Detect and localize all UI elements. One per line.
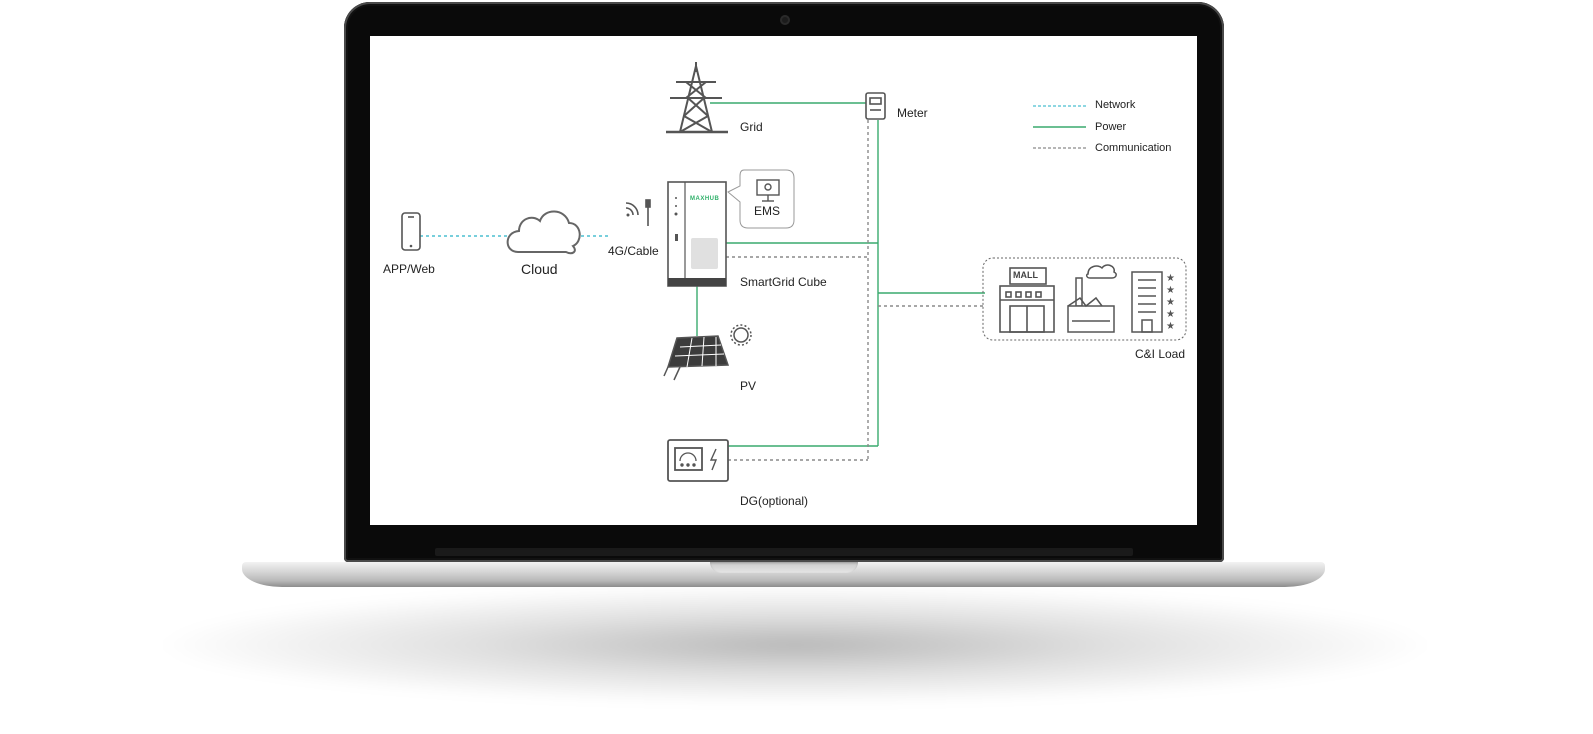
laptop-screen: ★ ★ ★ ★ ★ Grid Meter APP/Web Cloud 4G/Ca… — [370, 36, 1197, 525]
diesel-generator-icon — [667, 439, 729, 482]
mall-building-icon — [999, 267, 1055, 333]
dg-label: DG(optional) — [740, 494, 809, 508]
smartphone-icon — [401, 212, 421, 251]
ems-label: EMS — [754, 204, 781, 218]
cloud-icon — [506, 210, 581, 255]
mall-sign: MALL — [1013, 270, 1038, 280]
sun-icon — [730, 324, 752, 346]
app-web-label: APP/Web — [383, 262, 435, 276]
hotel-building-icon: ★ ★ ★ ★ ★ — [1131, 271, 1175, 333]
svg-text:★: ★ — [1166, 285, 1175, 296]
meter-icon — [865, 92, 886, 120]
smartgrid-cube-label: SmartGrid Cube — [740, 275, 827, 289]
legend-communication-label: Communication — [1095, 142, 1172, 154]
ems-bubble — [727, 169, 795, 229]
grid-label: Grid — [740, 120, 763, 134]
ems-monitor-icon — [756, 179, 780, 202]
brand-logo: MAXHUB — [690, 196, 720, 202]
ci-load-label: C&I Load — [1135, 347, 1186, 361]
pv-label: PV — [740, 379, 757, 393]
smartgrid-cube-icon — [667, 181, 727, 287]
solar-panel-icon — [663, 335, 730, 381]
factory-icon — [1067, 264, 1117, 333]
link-label: 4G/Cable — [608, 244, 659, 258]
grid-tower-icon — [666, 62, 728, 134]
cloud-label: Cloud — [521, 261, 558, 277]
webcam — [780, 15, 790, 25]
svg-text:★: ★ — [1166, 309, 1175, 320]
laptop-shadow — [150, 585, 1440, 705]
antenna-icon — [625, 199, 651, 226]
legend-power-label: Power — [1095, 121, 1127, 133]
meter-label: Meter — [897, 106, 928, 120]
ci-load-group-box — [982, 257, 1187, 341]
legend-network-label: Network — [1095, 99, 1136, 111]
svg-text:★: ★ — [1166, 321, 1175, 332]
svg-text:★: ★ — [1166, 273, 1175, 284]
laptop-notch — [710, 562, 858, 573]
screen-bezel-bottom — [435, 548, 1133, 556]
svg-text:★: ★ — [1166, 297, 1175, 308]
system-diagram: ★ ★ ★ ★ ★ — [401, 62, 1187, 482]
